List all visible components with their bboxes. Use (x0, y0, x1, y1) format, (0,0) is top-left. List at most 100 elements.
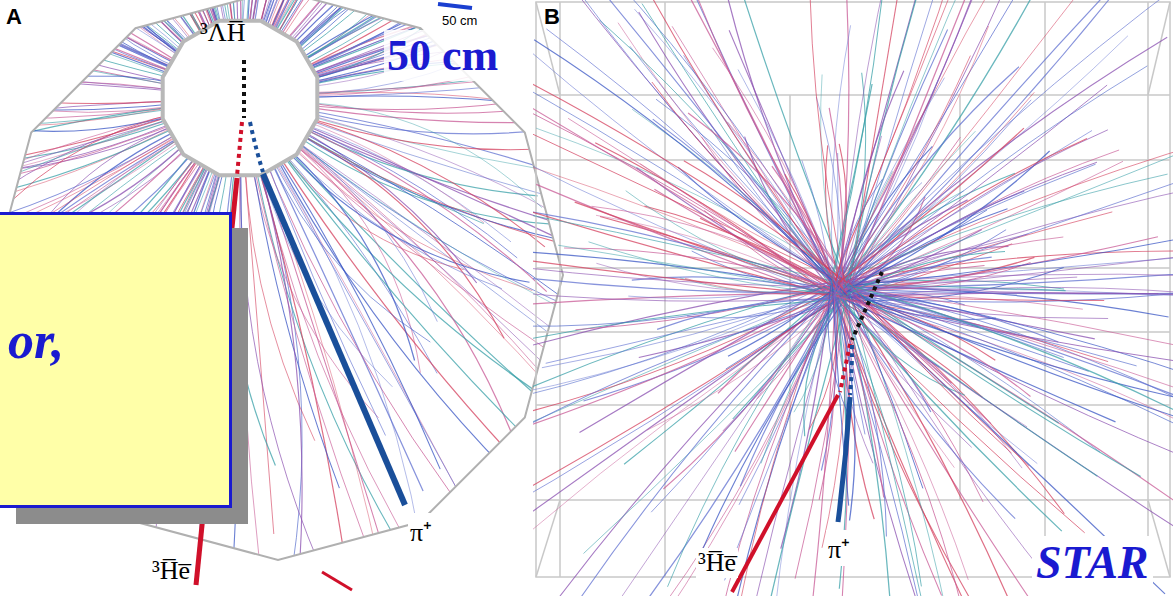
scale-label: 50 cm (384, 30, 501, 81)
particle-track (848, 300, 1173, 371)
particle-label: π⁺ (826, 530, 852, 566)
particle-track (568, 118, 831, 293)
particle-track (0, 117, 233, 598)
particle-track (837, 209, 1007, 299)
particle-track (726, 299, 839, 369)
particle-track (849, 287, 1058, 424)
particle-track (257, 0, 760, 88)
particle-track (842, 147, 1173, 299)
tpc-tracks (533, 0, 1173, 596)
callout-box: or, (0, 212, 232, 508)
particle-track (251, 115, 441, 469)
particle-track (546, 296, 834, 363)
particle-track (847, 252, 1005, 295)
particle-track (835, 56, 971, 290)
particle-track (606, 0, 848, 296)
particle-track (260, 96, 676, 126)
particle-track (533, 300, 834, 339)
particle-track (533, 102, 840, 294)
particle-track (836, 234, 1028, 284)
particle-track (243, 118, 421, 598)
particle-track (248, 116, 485, 540)
particle-label: ³ΛH̅ (200, 18, 245, 48)
particle-track (258, 0, 763, 89)
decay-tracks-b (732, 272, 882, 592)
particle-track (642, 4, 831, 287)
panel-letter: A (6, 4, 22, 30)
particle-label: ³H̅e̅ (696, 548, 738, 578)
particle-label: π⁺ (408, 513, 434, 549)
particle-track (240, 118, 332, 594)
particle-track (247, 117, 415, 572)
particle-track (606, 0, 840, 285)
particle-track (255, 112, 683, 518)
particle-track (533, 49, 848, 284)
particle-track (249, 116, 429, 580)
particle-track (847, 0, 918, 299)
particle-track (848, 281, 1012, 453)
particle-track (832, 25, 851, 299)
particle-track (663, 292, 832, 489)
particle-track (842, 256, 1173, 284)
particle-track (765, 299, 833, 597)
particle-track (831, 293, 972, 447)
particle-track (533, 295, 846, 537)
particle-track (830, 281, 988, 596)
particle-track (849, 298, 1021, 596)
particle-track (533, 300, 840, 444)
particle-track (700, 218, 841, 290)
particle-track (848, 290, 1174, 420)
particle-track (260, 0, 705, 95)
particle-track (728, 122, 849, 295)
particle-track (688, 113, 846, 281)
scale-label: 50 cm (440, 12, 479, 29)
particle-track (839, 0, 916, 288)
particle-track (258, 107, 653, 254)
particle-track (668, 287, 835, 586)
particle-track (689, 0, 848, 284)
particle-track (533, 61, 834, 291)
particle-track (626, 191, 841, 293)
particle-track (836, 299, 1173, 427)
scale-bar (438, 4, 472, 8)
particle-track (596, 215, 834, 293)
particle-track (832, 289, 1173, 414)
particle-track (725, 299, 835, 580)
particle-track (253, 114, 613, 520)
particle-track (259, 0, 791, 91)
particle-track (256, 0, 694, 86)
particle-track (630, 46, 844, 289)
particle-track (848, 297, 983, 502)
particle-track (657, 299, 831, 329)
particle-track (533, 287, 850, 525)
callout-text: or, (8, 311, 64, 370)
particle-track (840, 286, 1173, 400)
particle-track (848, 0, 1137, 282)
particle-track (536, 280, 843, 596)
experiment-name: STAR (1032, 536, 1153, 589)
particle-track (546, 29, 836, 285)
particle-track (830, 0, 889, 288)
particle-track (819, 295, 836, 500)
particle-track (247, 117, 422, 554)
particle-track (534, 40, 850, 299)
particle-track (836, 284, 1174, 399)
particle-track (639, 12, 839, 287)
particle-track (576, 282, 849, 329)
detector-frame (536, 2, 1170, 577)
particle-track (837, 0, 1014, 290)
particle-track (831, 0, 1071, 294)
particle-track (248, 116, 545, 598)
particle-track (809, 0, 845, 286)
particle-track (661, 297, 831, 596)
particle-track (738, 70, 841, 300)
particle-track (834, 283, 1022, 468)
particle-track (533, 283, 832, 409)
tpc-tracks (0, 0, 846, 598)
particle-track (842, 285, 1173, 433)
particle-label: ³H̅e̅ (150, 556, 192, 586)
particle-track (628, 283, 831, 299)
particle-track (245, 117, 302, 564)
particle-track (849, 286, 1053, 585)
particle-track (838, 294, 967, 596)
